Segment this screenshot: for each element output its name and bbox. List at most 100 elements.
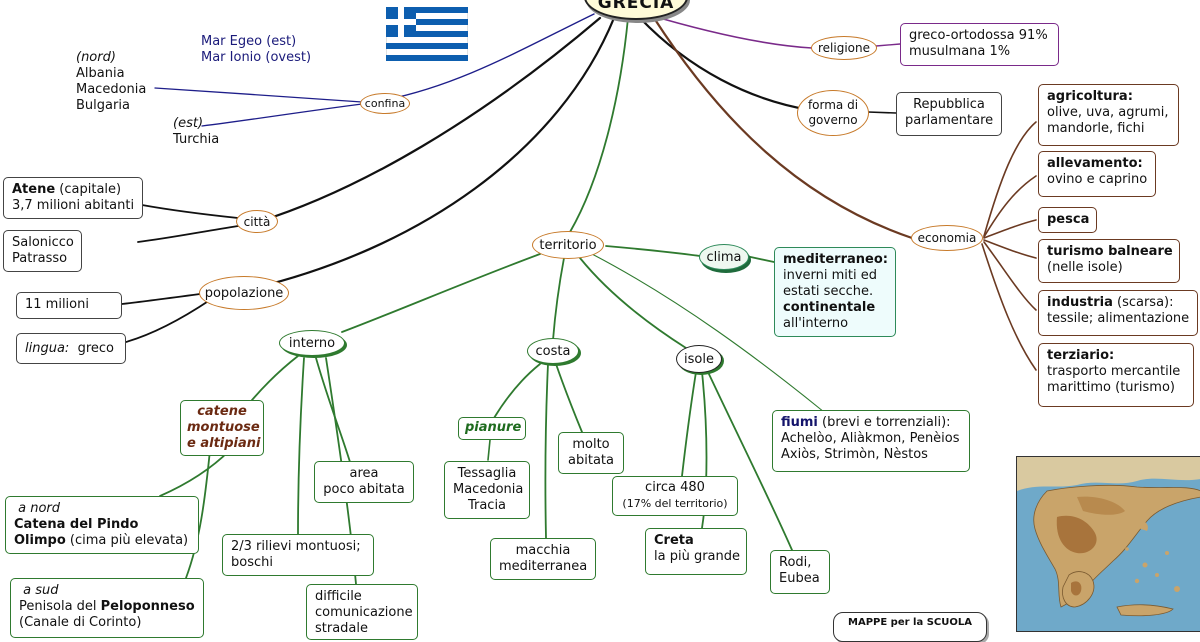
box-nord-mountains: a nord Catena del Pindo Olimpo (cima più… bbox=[5, 496, 199, 554]
credit-text: MAPPE per la SCUOLA bbox=[848, 617, 972, 628]
diff-line1: difficile bbox=[315, 589, 362, 604]
climate-med-line1: inverni miti ed bbox=[783, 268, 878, 283]
terziario-line2: marittimo (turismo) bbox=[1047, 380, 1175, 395]
box-rodi-eubea: Rodi, Eubea bbox=[770, 550, 830, 594]
rodi: Rodi, bbox=[779, 555, 812, 570]
node-economia-label: economia bbox=[917, 231, 977, 245]
node-governo-line1: forma di bbox=[807, 98, 859, 112]
catene-line3: e altipiani bbox=[187, 436, 261, 451]
area-line1: area bbox=[349, 466, 379, 481]
governo-line1: Repubblica bbox=[913, 97, 985, 112]
east-label: (est) bbox=[173, 116, 204, 131]
creta-note: la più grande bbox=[654, 549, 740, 564]
rilievi-line1: 2/3 rilievi montuosi; bbox=[231, 539, 361, 554]
eubea: Eubea bbox=[779, 571, 820, 586]
fiumi-label: fiumi bbox=[781, 415, 818, 430]
terziario-line1: trasporto mercantile bbox=[1047, 364, 1181, 379]
population-count: 11 milioni bbox=[25, 297, 89, 312]
node-citta-label: città bbox=[243, 214, 271, 229]
box-terziario: terziario: trasporto mercantile marittim… bbox=[1038, 343, 1194, 407]
north-borders: (nord) Albania Macedonia Bulgaria bbox=[76, 50, 146, 114]
olimpo-note: (cima più elevata) bbox=[65, 533, 189, 548]
creta: Creta bbox=[654, 533, 694, 548]
box-pesca: pesca bbox=[1038, 207, 1097, 233]
peloponneso-pre: Penisola del bbox=[19, 599, 101, 614]
node-confina-label: confina bbox=[364, 97, 406, 110]
node-religione: religione bbox=[811, 36, 877, 60]
node-confina: confina bbox=[360, 93, 410, 114]
atene-name: Atene bbox=[12, 182, 56, 197]
central-title: GRECIA bbox=[597, 0, 675, 13]
tracia: Tracia bbox=[467, 498, 507, 513]
seas-label: Mar Egeo (est) Mar Ionio (ovest) bbox=[201, 34, 311, 66]
macedonia-regione: Macedonia bbox=[453, 482, 524, 497]
box-allevamento: allevamento: ovino e caprino bbox=[1038, 151, 1156, 197]
node-territorio-label: territorio bbox=[539, 237, 597, 253]
diff-line2: comunicazione bbox=[315, 605, 413, 620]
link-religione bbox=[645, 13, 813, 49]
link-citta bbox=[256, 16, 602, 224]
macchia-line2: mediterranea bbox=[499, 559, 588, 574]
box-catene: catene montuose e altipiani bbox=[180, 400, 264, 456]
node-clima-label: clima bbox=[706, 249, 742, 265]
node-costa-label: costa bbox=[535, 343, 571, 359]
pesca-label: pesca bbox=[1047, 212, 1090, 227]
industria-note: (scarsa): bbox=[1112, 295, 1174, 310]
nord-label-text: a nord bbox=[18, 501, 61, 516]
box-clima: mediterraneo: inverni miti ed estati sec… bbox=[774, 247, 896, 337]
allevamento-label: allevamento: bbox=[1047, 156, 1143, 171]
abitata-line1: molto bbox=[572, 437, 610, 452]
node-isole: isole bbox=[676, 345, 722, 373]
box-molto-abitata: molto abitata bbox=[558, 432, 624, 474]
industria-line1: tessile; alimentazione bbox=[1047, 311, 1190, 326]
link-popolazione bbox=[244, 16, 616, 292]
climate-mediterranean: mediterraneo: bbox=[783, 252, 888, 267]
industria-label: industria bbox=[1047, 295, 1113, 310]
nord-label: a nord bbox=[18, 501, 60, 516]
box-other-cities: Salonicco Patrasso bbox=[3, 230, 82, 272]
atene-note: (capitale) bbox=[55, 182, 122, 197]
rilievi-line2: boschi bbox=[231, 555, 273, 570]
fiumi-line2: Achelòo, Aliàkmon, Penèios bbox=[781, 431, 960, 446]
box-abitanti: 11 milioni bbox=[16, 292, 122, 319]
east-borders: (est) Turchia bbox=[173, 116, 219, 148]
node-governo-line2: governo bbox=[808, 113, 858, 127]
node-costa: costa bbox=[527, 338, 579, 364]
governo-line2: parlamentare bbox=[905, 113, 994, 128]
terziario-label: terziario: bbox=[1047, 348, 1115, 363]
node-interno: interno bbox=[279, 330, 345, 356]
isole-percent: (17% del territorio) bbox=[622, 497, 728, 510]
node-interno-label: interno bbox=[288, 335, 336, 351]
area-line2: poco abitata bbox=[323, 482, 405, 497]
macchia-line1: macchia bbox=[515, 543, 571, 558]
link-territorio bbox=[569, 17, 629, 233]
node-citta: città bbox=[236, 210, 278, 233]
religione-musulmana: musulmana 1% bbox=[909, 44, 1011, 59]
religione-ortodossa: greco-ortodossa 91% bbox=[909, 28, 1048, 43]
agricoltura-line2: mandorle, fichi bbox=[1047, 121, 1145, 136]
greece-map-icon bbox=[1016, 456, 1200, 632]
climate-med-line2: estati secche. bbox=[783, 284, 874, 299]
greek-flag-icon bbox=[386, 7, 468, 61]
diff-line3: stradale bbox=[315, 621, 369, 636]
box-area-poco-abitata: area poco abitata bbox=[314, 461, 414, 503]
node-isole-label: isole bbox=[684, 351, 714, 367]
link-confina bbox=[384, 13, 595, 101]
box-pianure-regioni: Tessaglia Macedonia Tracia bbox=[444, 461, 530, 519]
link-economia bbox=[652, 16, 914, 240]
border-albania: Albania bbox=[76, 66, 125, 81]
sea-aegean: Mar Egeo (est) bbox=[201, 34, 297, 49]
isole-count: circa 480 bbox=[645, 480, 705, 495]
agricoltura-label: agricoltura: bbox=[1047, 89, 1133, 104]
box-lingua: lingua: greco bbox=[16, 333, 126, 364]
city-patrasso: Patrasso bbox=[12, 251, 68, 266]
node-clima: clima bbox=[699, 244, 749, 270]
allevamento-line1: ovino e caprino bbox=[1047, 172, 1148, 187]
border-bulgaria: Bulgaria bbox=[76, 98, 130, 113]
sea-ionian: Mar Ionio (ovest) bbox=[201, 50, 312, 65]
box-pianure: pianure bbox=[458, 417, 526, 440]
canale-corinto: (Canale di Corinto) bbox=[19, 615, 142, 630]
catene-line2: montuose bbox=[187, 420, 260, 435]
turismo-line1: (nelle isole) bbox=[1047, 260, 1123, 275]
box-agricoltura: agricoltura: olive, uva, agrumi, mandorl… bbox=[1038, 84, 1179, 146]
